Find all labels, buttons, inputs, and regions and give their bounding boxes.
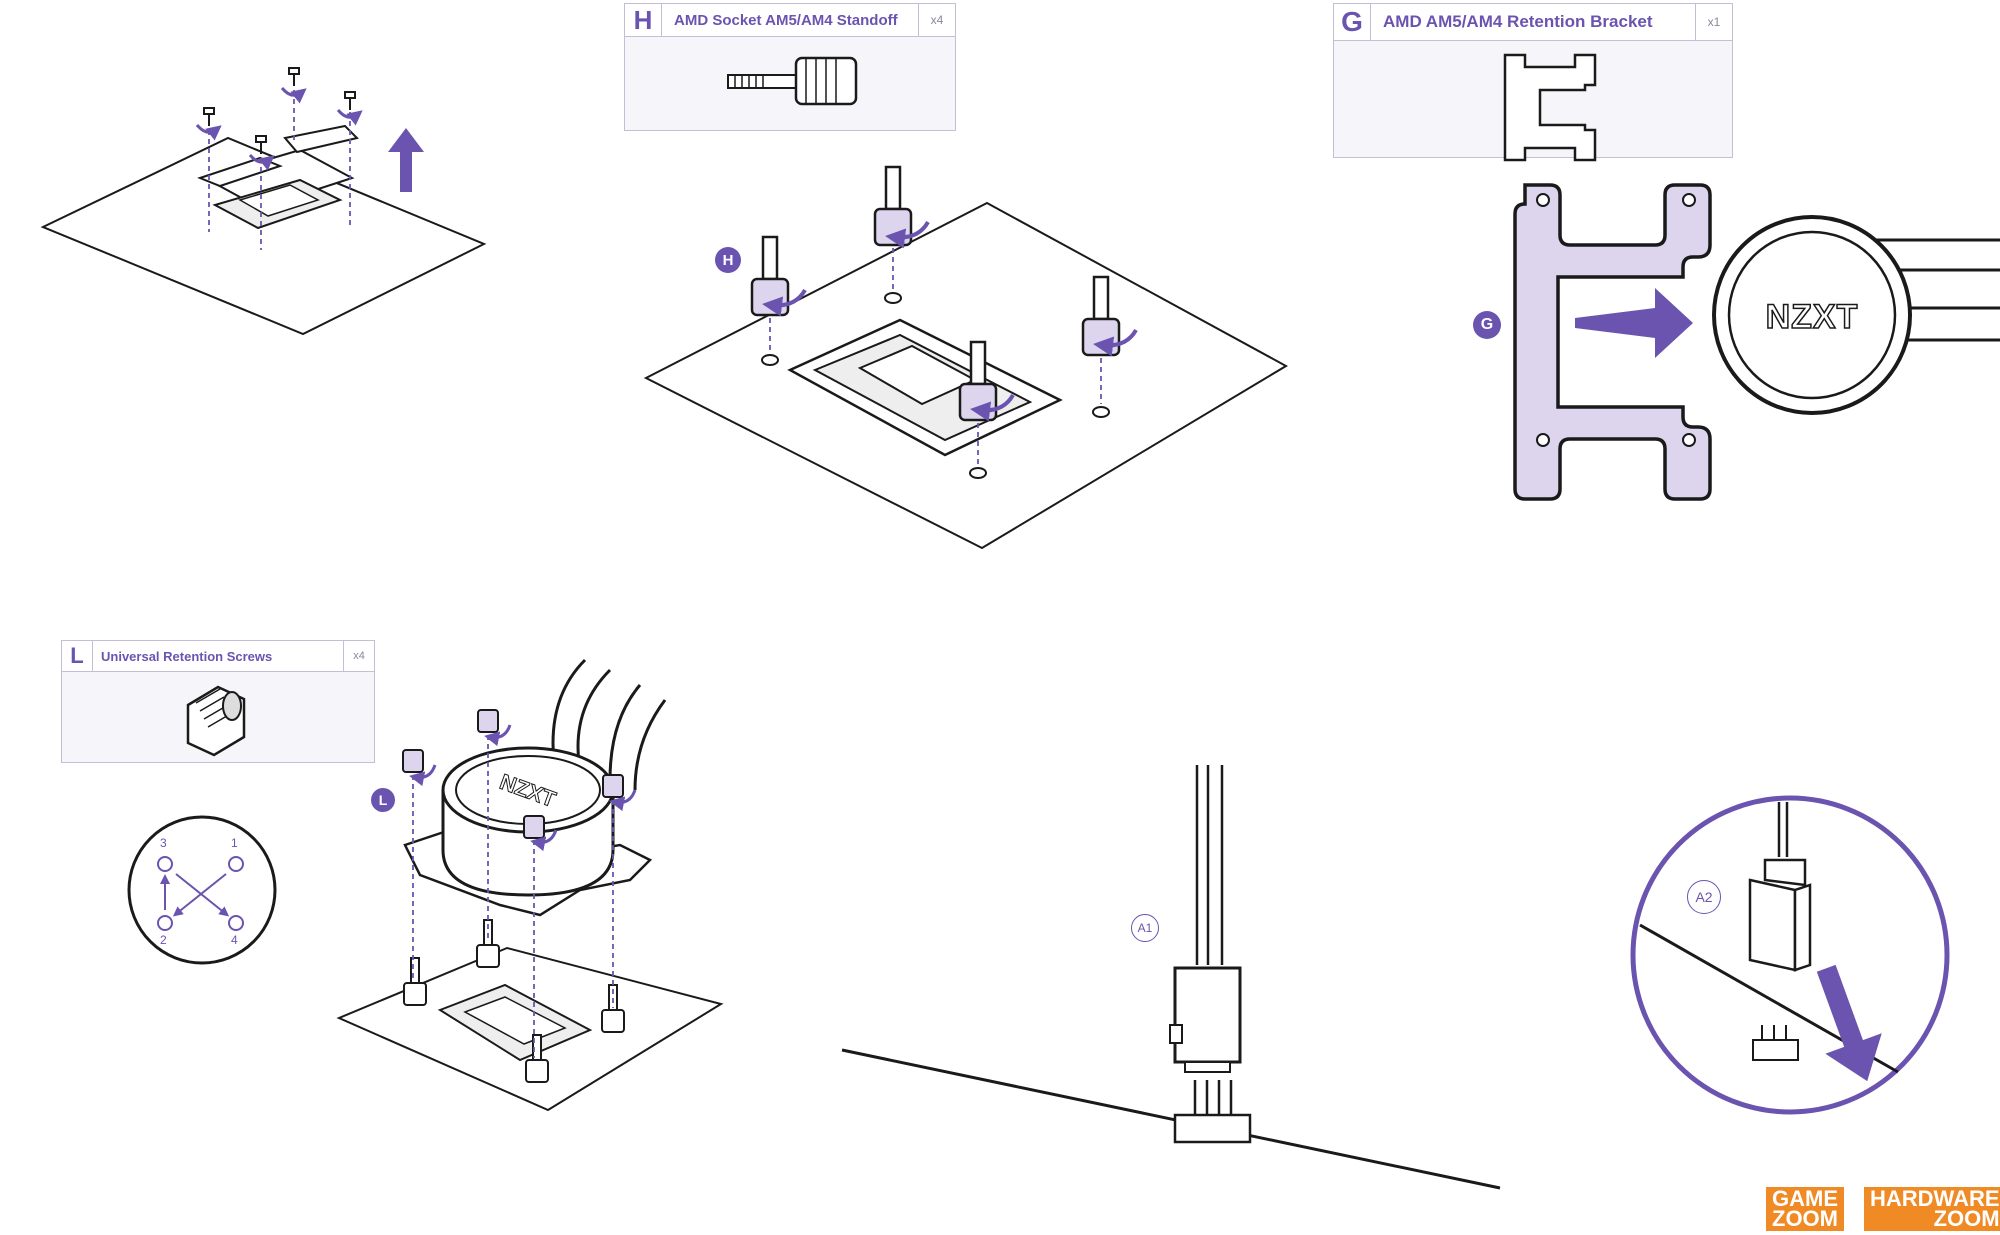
callout-a1: A1 [1131,914,1159,942]
callout-a2-label: A2 [1695,889,1713,905]
logo-line: ZOOM [1933,1206,2000,1231]
callout-l-label: L [378,792,388,808]
part-card-h: H AMD Socket AM5/AM4 Standoff x4 [624,3,956,131]
part-letter: L [62,641,93,671]
panel-mount-pump: NZXT [336,658,724,1112]
panel-bracket-to-pump: NZXT [1513,183,2000,501]
logo-line: GAME [1772,1186,1838,1211]
order-number-2: 2 [160,933,167,947]
pump-brand-label: NZXT [1766,298,1859,336]
game-zoom-logo: GAME ZOOM [1766,1187,1844,1231]
order-number-4: 4 [231,933,238,947]
part-title: Universal Retention Screws [101,648,273,664]
order-number-3: 3 [160,836,167,850]
callout-h: H [715,247,741,273]
callout-g-label: G [1480,316,1494,333]
logo-line: HARDWARE [1870,1186,2000,1211]
part-qty: x4 [343,641,374,671]
panel-connector-a1 [841,765,1501,1190]
standoff [873,165,913,247]
panel-install-standoffs [643,165,1289,550]
tighten-order-diagram [127,815,277,965]
callout-l: L [371,788,395,812]
part-qty: x4 [918,4,955,36]
standoff-part-icon [727,56,858,106]
order-number-1: 1 [231,836,238,850]
part-letter: H [625,4,662,36]
hardware-zoom-logo: HARDWARE ZOOM [1864,1187,2000,1231]
part-title: AMD AM5/AM4 Retention Bracket [1383,12,1653,31]
callout-a1-label: A1 [1137,921,1153,935]
panel-remove-brackets [40,67,487,336]
part-letter: G [1334,4,1371,40]
callout-a2: A2 [1687,880,1721,914]
part-title: AMD Socket AM5/AM4 Standoff [674,11,898,29]
retention-screw-part-icon [186,685,246,757]
part-qty: x1 [1695,4,1732,40]
callout-h-label: H [722,251,734,269]
logo-line: ZOOM [1772,1206,1838,1231]
callout-g: G [1473,311,1501,339]
bracket-part-icon [1503,53,1597,162]
panel-connector-a2 [1630,795,1950,1115]
